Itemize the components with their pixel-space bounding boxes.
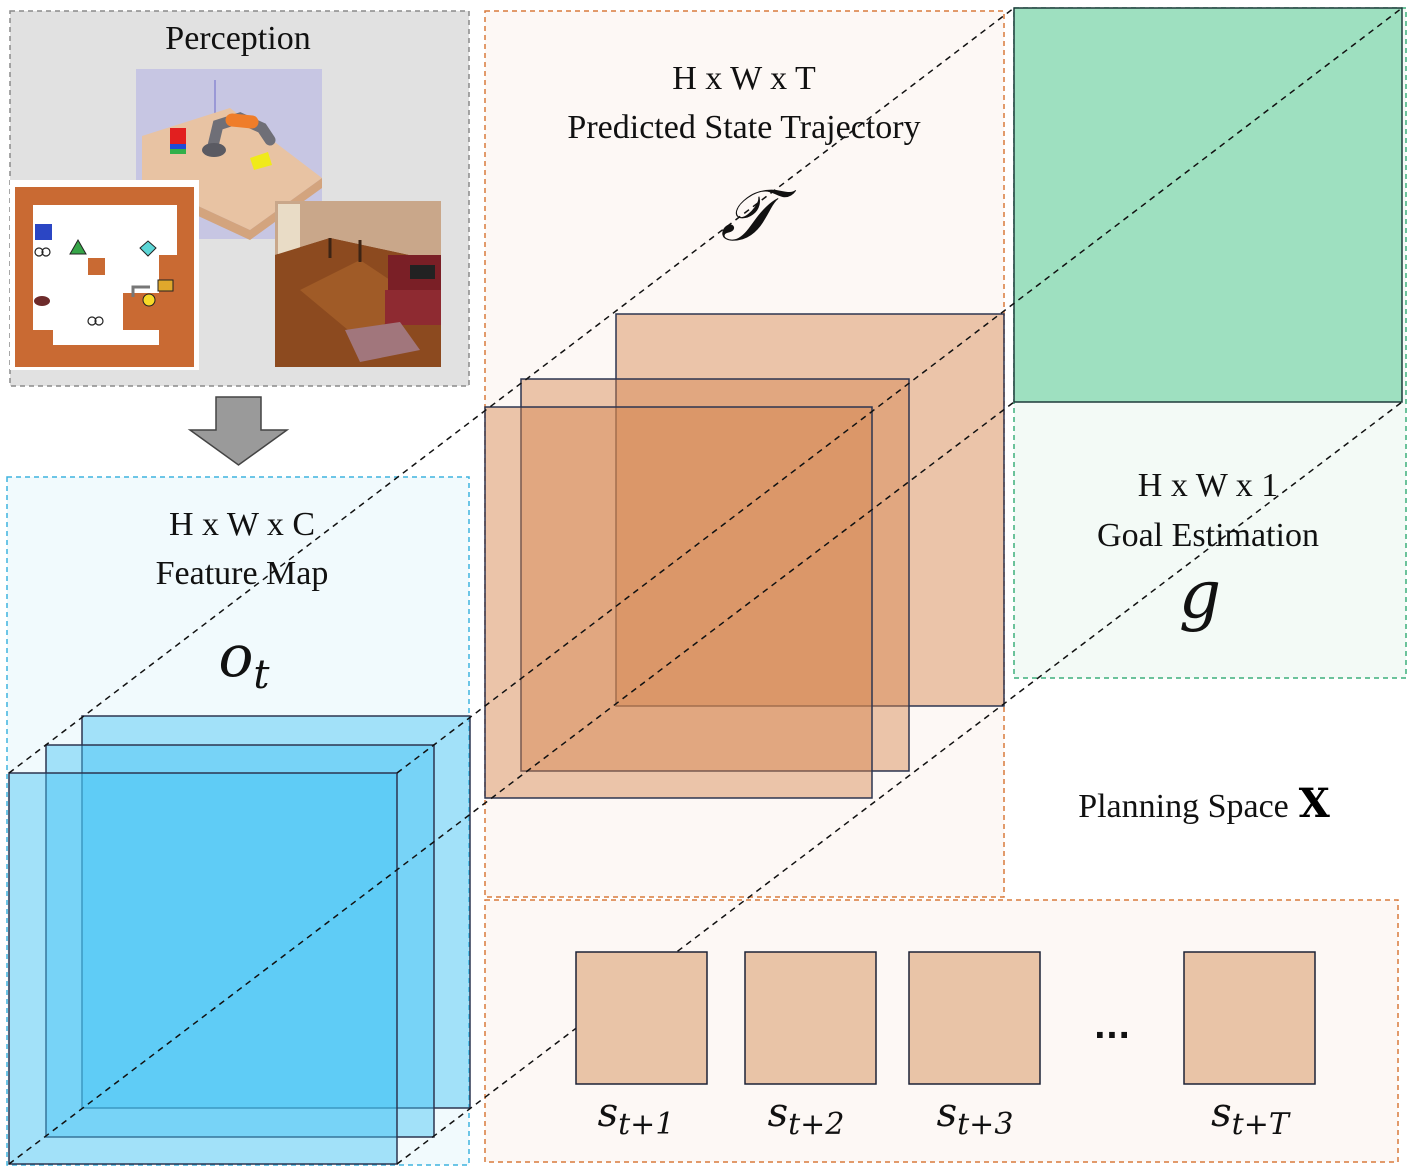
perception-title: Perception [165, 20, 310, 57]
indoor-room-image [275, 201, 441, 367]
state-square [1183, 951, 1316, 1085]
grid-game-image [10, 180, 199, 370]
trajectory-stack [484, 313, 1005, 799]
feature-map-symbol: ot [219, 622, 271, 698]
trajectory-dims: H x W x T [672, 60, 816, 97]
state-label: st+2 [768, 1090, 845, 1142]
state-squares [575, 951, 1316, 1085]
states-ellipsis: ... [1094, 1008, 1130, 1046]
goal-symbol: g [1179, 556, 1221, 633]
down-arrow-icon [187, 396, 290, 466]
state-label: st+T [1211, 1090, 1291, 1142]
state-label: st+3 [937, 1090, 1014, 1142]
state-label: st+1 [598, 1090, 675, 1142]
feature-map-stack [8, 715, 471, 1165]
feature-map-panel [6, 476, 470, 1166]
feature-layer-front [8, 772, 398, 1165]
goal-dims: H x W x 1 [1138, 467, 1278, 504]
feature-layer-middle [45, 744, 435, 1138]
planning-space-lines [8, 7, 1403, 1165]
state-square [908, 951, 1041, 1085]
goal-map-block [1013, 7, 1403, 403]
trajectory-name: Predicted State Trajectory [567, 109, 920, 146]
trajectory-layer-front [484, 406, 873, 799]
trajectory-layer-middle [520, 378, 910, 772]
feature-map-name: Feature Map [156, 555, 329, 592]
state-square [575, 951, 708, 1085]
state-square [744, 951, 877, 1085]
feature-layer-back [81, 715, 471, 1109]
feature-map-dims: H x W x C [169, 506, 315, 543]
goal-name: Goal Estimation [1097, 517, 1319, 554]
